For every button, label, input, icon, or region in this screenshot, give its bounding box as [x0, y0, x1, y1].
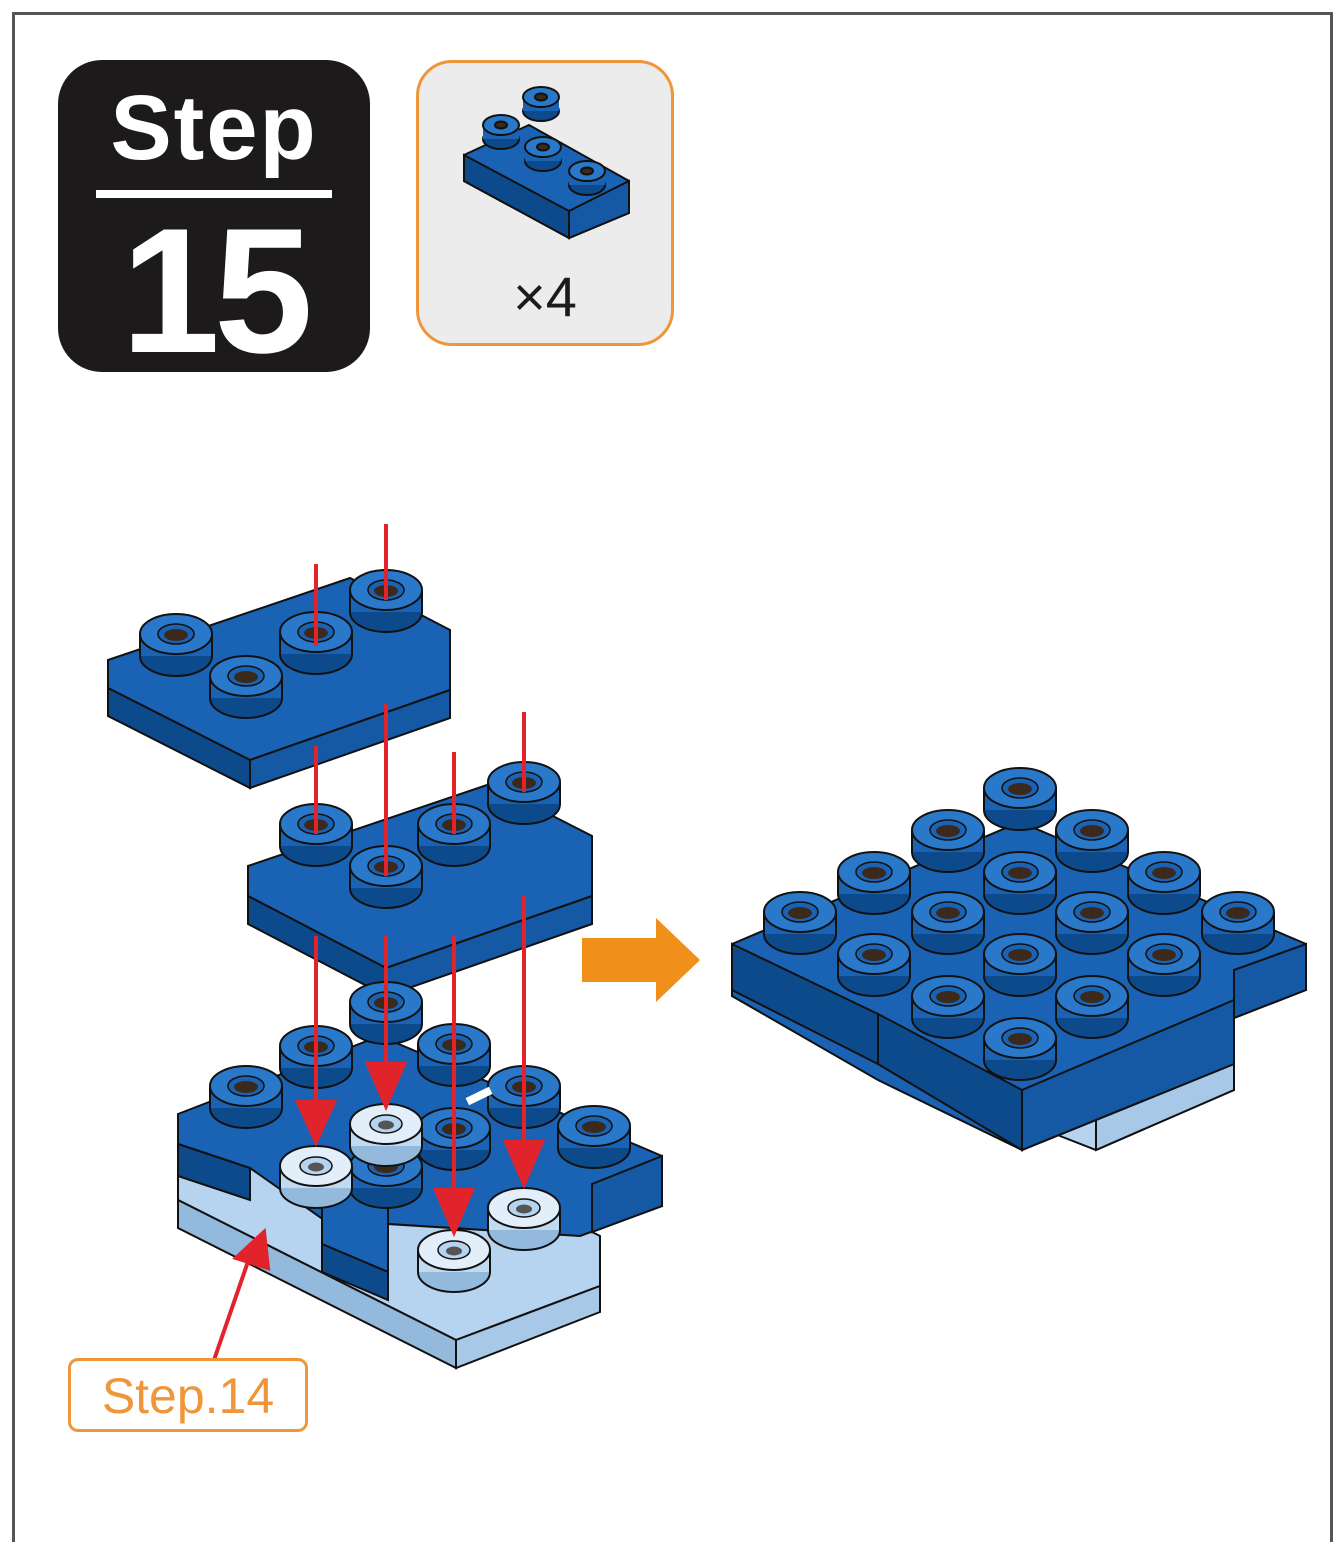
step14-assembly	[178, 982, 662, 1368]
result-arrow-icon	[582, 918, 700, 1002]
completed-assembly	[732, 768, 1306, 1150]
middle-l-plate	[248, 762, 592, 996]
upper-l-plate	[108, 570, 450, 788]
previous-step-reference: Step.14	[68, 1358, 308, 1432]
previous-step-label: Step.14	[71, 1369, 305, 1424]
